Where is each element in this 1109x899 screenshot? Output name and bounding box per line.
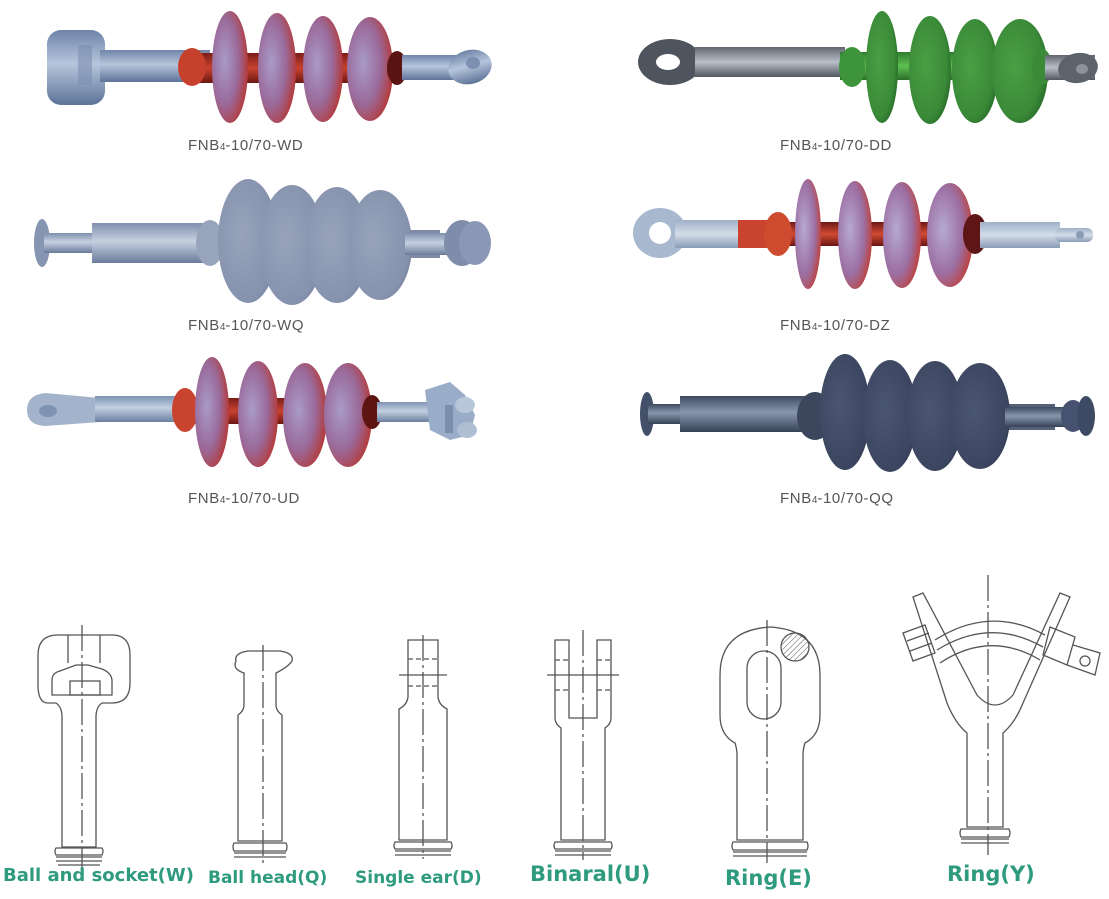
insulator-fnb4-10-70-wq [30, 175, 500, 310]
fitting-ball-and-socket [30, 625, 140, 873]
model-label-dz: FNB4-10/70-DZ [780, 317, 891, 334]
insulator-fnb4-10-70-wd [40, 5, 500, 135]
ring-e-drawing [719, 620, 821, 863]
insulator-wd-image [47, 11, 492, 123]
insulator-dd-image [638, 11, 1098, 124]
insulator-fnb4-10-70-dd [630, 5, 1100, 135]
insulator-fnb4-10-70-dz [630, 178, 1100, 303]
insulator-fnb4-10-70-qq [640, 352, 1100, 482]
insulator-dz-image [633, 179, 1093, 289]
fitting-single-ear [393, 635, 455, 860]
fitting-ball-head [230, 645, 300, 863]
fitting-label-ring-y: Ring(Y) [947, 862, 1035, 886]
fitting-label-single-ear: Single ear(D) [355, 868, 482, 888]
fitting-label-binaral: Binaral(U) [530, 862, 651, 886]
model-label-dd: FNB4-10/70-DD [780, 137, 892, 154]
fitting-label-ball-head: Ball head(Q) [208, 868, 328, 888]
model-label-wq: FNB4-10/70-WQ [188, 317, 305, 334]
ball-head-drawing [232, 645, 293, 863]
fitting-ring-y [895, 575, 1109, 855]
ball-and-socket-drawing [37, 625, 131, 873]
model-label-qq: FNB4-10/70-QQ [780, 490, 894, 507]
fitting-binaral [545, 630, 625, 860]
model-label-wd: FNB4-10/70-WD [188, 137, 304, 154]
model-label-ud: FNB4-10/70-UD [188, 490, 300, 507]
single-ear-drawing [393, 635, 453, 859]
insulator-wq-image [34, 179, 491, 305]
fitting-label-ball-and-socket: Ball and socket(W) [3, 865, 194, 886]
ring-y-drawing [902, 575, 1101, 855]
binaral-drawing [547, 630, 619, 860]
insulator-fnb4-10-70-ud [25, 357, 495, 485]
insulator-ud-image [27, 357, 477, 467]
fitting-ring-e [715, 615, 825, 863]
fitting-label-ring-e: Ring(E) [725, 866, 812, 890]
insulator-qq-image [640, 354, 1095, 472]
